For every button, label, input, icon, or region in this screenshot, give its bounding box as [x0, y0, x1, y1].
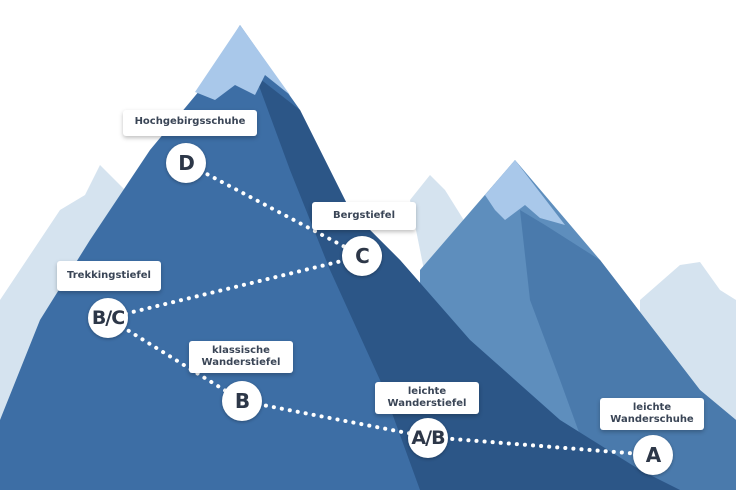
label-line: leichte — [632, 402, 672, 413]
label-line: Wanderstiefel — [387, 398, 467, 409]
node-a: A — [633, 435, 673, 475]
label-line: leichte — [407, 386, 447, 397]
node-ab: A/B — [408, 418, 448, 458]
label-line: klassische — [212, 345, 270, 356]
node-bc: B/C — [88, 298, 128, 338]
trail-path — [106, 161, 655, 457]
main-mountain-snow — [195, 25, 290, 100]
label-klassische-wanderstiefel: klassische Wanderstiefel — [189, 341, 293, 373]
node-c: C — [342, 236, 382, 276]
node-b: B — [222, 381, 262, 421]
node-d: D — [166, 143, 206, 183]
label-line: Wanderstiefel — [201, 357, 281, 368]
label-hochgebirgsschuhe: Hochgebirgsschuhe — [123, 110, 257, 136]
mid-mountain-snow — [485, 160, 565, 225]
label-leichte-wanderschuhe: leichte Wanderschuhe — [600, 398, 704, 430]
label-line: Wanderschuhe — [610, 414, 694, 425]
label-trekkingstiefel: Trekkingstiefel — [57, 261, 161, 291]
label-leichte-wanderstiefel: leichte Wanderstiefel — [375, 382, 479, 414]
label-bergstiefel: Bergstiefel — [312, 202, 416, 230]
